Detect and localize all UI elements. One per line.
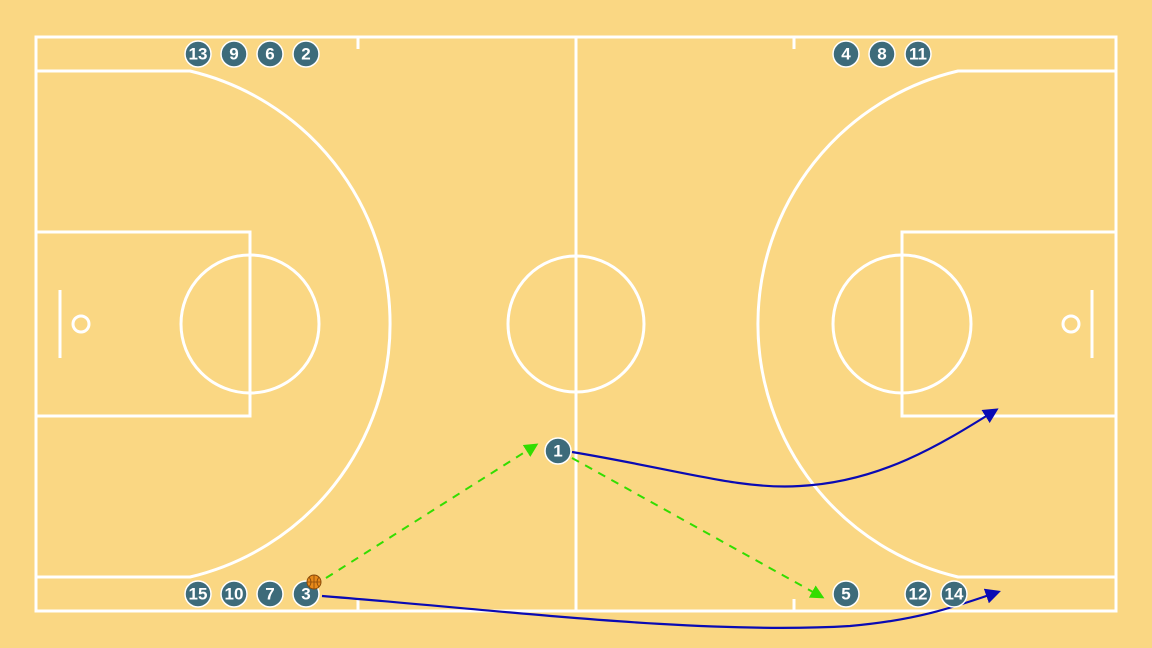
player-5: 5 — [832, 580, 860, 608]
player-12: 12 — [904, 580, 932, 608]
player-12-label: 12 — [909, 585, 928, 604]
player-8-label: 8 — [877, 45, 886, 64]
player-9-label: 9 — [229, 45, 238, 64]
cut-path-1 — [571, 408, 999, 488]
player-7-label: 7 — [265, 585, 274, 604]
right-free-throw-circle — [831, 253, 973, 395]
player-2: 2 — [292, 40, 320, 68]
player-4: 4 — [832, 40, 860, 68]
player-11: 11 — [904, 40, 932, 68]
right-key — [900, 230, 1118, 418]
left-free-throw-circle — [179, 253, 321, 395]
player-13: 13 — [184, 40, 212, 68]
player-14-label: 14 — [945, 585, 964, 604]
player-8: 8 — [868, 40, 896, 68]
player-7: 7 — [256, 580, 284, 608]
player-5-label: 5 — [841, 585, 850, 604]
right-three-point-line — [756, 69, 1116, 579]
player-6-label: 6 — [265, 45, 274, 64]
left-three-point-line — [36, 69, 392, 579]
player-3-label: 3 — [301, 585, 310, 604]
player-14: 14 — [940, 580, 968, 608]
basketball-icon — [306, 574, 322, 590]
left-key — [34, 230, 252, 418]
player-4-label: 4 — [841, 45, 851, 64]
player-13-label: 13 — [189, 45, 208, 64]
player-15: 15 — [184, 580, 212, 608]
left-hoop — [71, 314, 91, 334]
center-circle — [506, 254, 646, 394]
player-10: 10 — [220, 580, 248, 608]
player-15-label: 15 — [189, 585, 208, 604]
player-6: 6 — [256, 40, 284, 68]
right-hoop — [1061, 314, 1081, 334]
pass-3-to-1 — [325, 443, 539, 579]
player-9: 9 — [220, 40, 248, 68]
player-10-label: 10 — [225, 585, 244, 604]
court-lines — [34, 35, 1118, 613]
pass-1-to-5 — [571, 457, 825, 599]
player-1: 1 — [544, 437, 572, 465]
player-2-label: 2 — [301, 45, 310, 64]
cut-path-3 — [321, 588, 1001, 629]
player-11-label: 11 — [909, 45, 927, 64]
player-1-label: 1 — [553, 442, 562, 461]
